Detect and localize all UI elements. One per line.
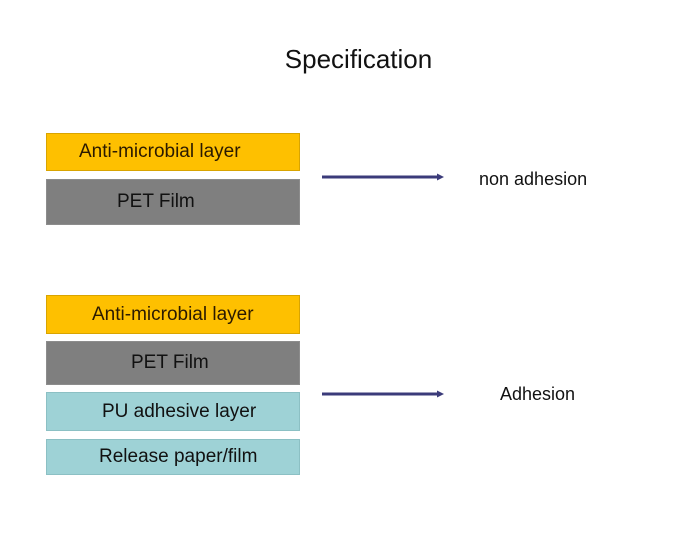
- arrow-icon: [322, 173, 444, 181]
- layer-pet-film: PET Film: [46, 341, 300, 385]
- layer-anti-microbial: Anti-microbial layer: [46, 295, 300, 334]
- diagram-title: Specification: [284, 44, 433, 74]
- layer-pu-adhesive: PU adhesive layer: [46, 392, 300, 431]
- layer-release-paper: Release paper/film: [46, 439, 300, 475]
- result-label-adhesion: Adhesion: [500, 384, 576, 404]
- arrow-icon: [322, 390, 444, 398]
- layer-anti-microbial: Anti-microbial layer: [46, 133, 300, 171]
- result-label-non-adhesion: non adhesion: [479, 169, 588, 189]
- layer-pet-film: PET Film: [46, 179, 300, 225]
